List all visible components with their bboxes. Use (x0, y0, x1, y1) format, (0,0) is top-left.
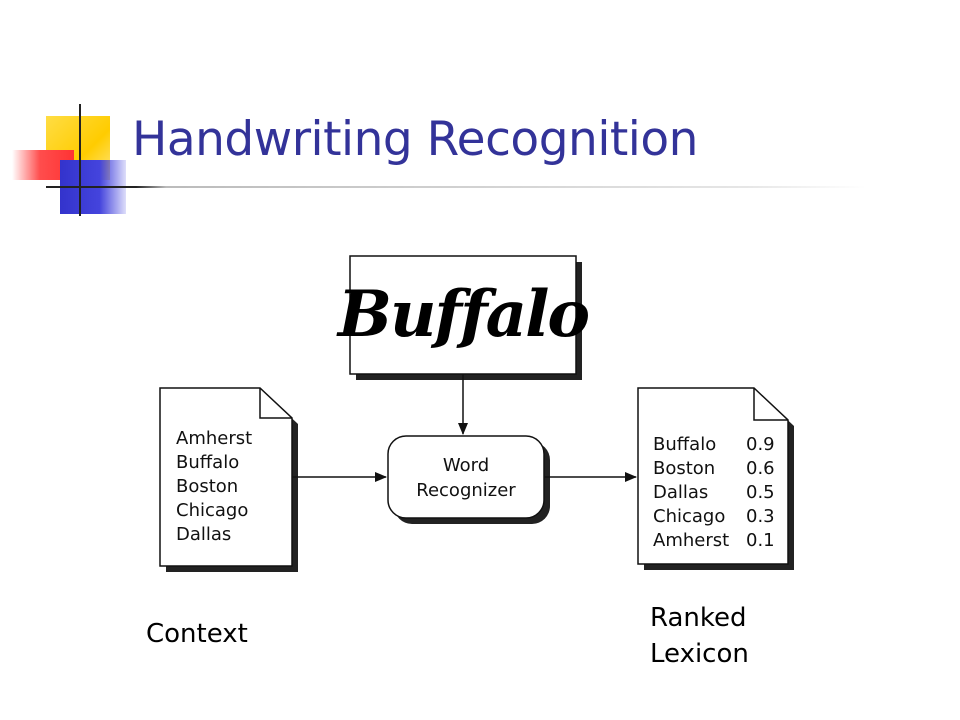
word-recognizer-box: Word Recognizer (387, 435, 550, 524)
ranked-lexicon-caption: Ranked Lexicon (650, 603, 749, 669)
recognizer-label-line2: Recognizer (416, 480, 516, 501)
context-word: Chicago (176, 500, 248, 521)
context-document: Amherst Buffalo Boston Chicago Dallas (159, 387, 298, 572)
handwriting-image-box: Buffalo (336, 255, 590, 380)
ranked-score: 0.5 (746, 482, 775, 503)
ranked-score: 0.1 (746, 530, 775, 551)
recognizer-label-line1: Word (443, 455, 489, 476)
deco-horizontal-line (46, 186, 866, 188)
context-word: Amherst (176, 428, 252, 449)
handwritten-word: Buffalo (336, 277, 588, 352)
ranked-word: Chicago (653, 506, 725, 527)
context-word: Boston (176, 476, 238, 497)
context-caption: Context (146, 619, 248, 649)
ranked-score: 0.3 (746, 506, 775, 527)
ranked-lexicon-document: Buffalo 0.9 Boston 0.6 Dallas 0.5 Chicag… (637, 387, 794, 570)
ranked-word: Boston (653, 458, 715, 479)
context-word: Dallas (176, 524, 231, 545)
context-word: Buffalo (176, 452, 239, 473)
ranked-word: Dallas (653, 482, 708, 503)
ranked-score: 0.9 (746, 434, 775, 455)
ranked-word: Amherst (653, 530, 729, 551)
ranked-word: Buffalo (653, 434, 716, 455)
ranked-score: 0.6 (746, 458, 775, 479)
slide-title: Handwriting Recognition (132, 112, 698, 167)
deco-vertical-line (79, 104, 81, 216)
